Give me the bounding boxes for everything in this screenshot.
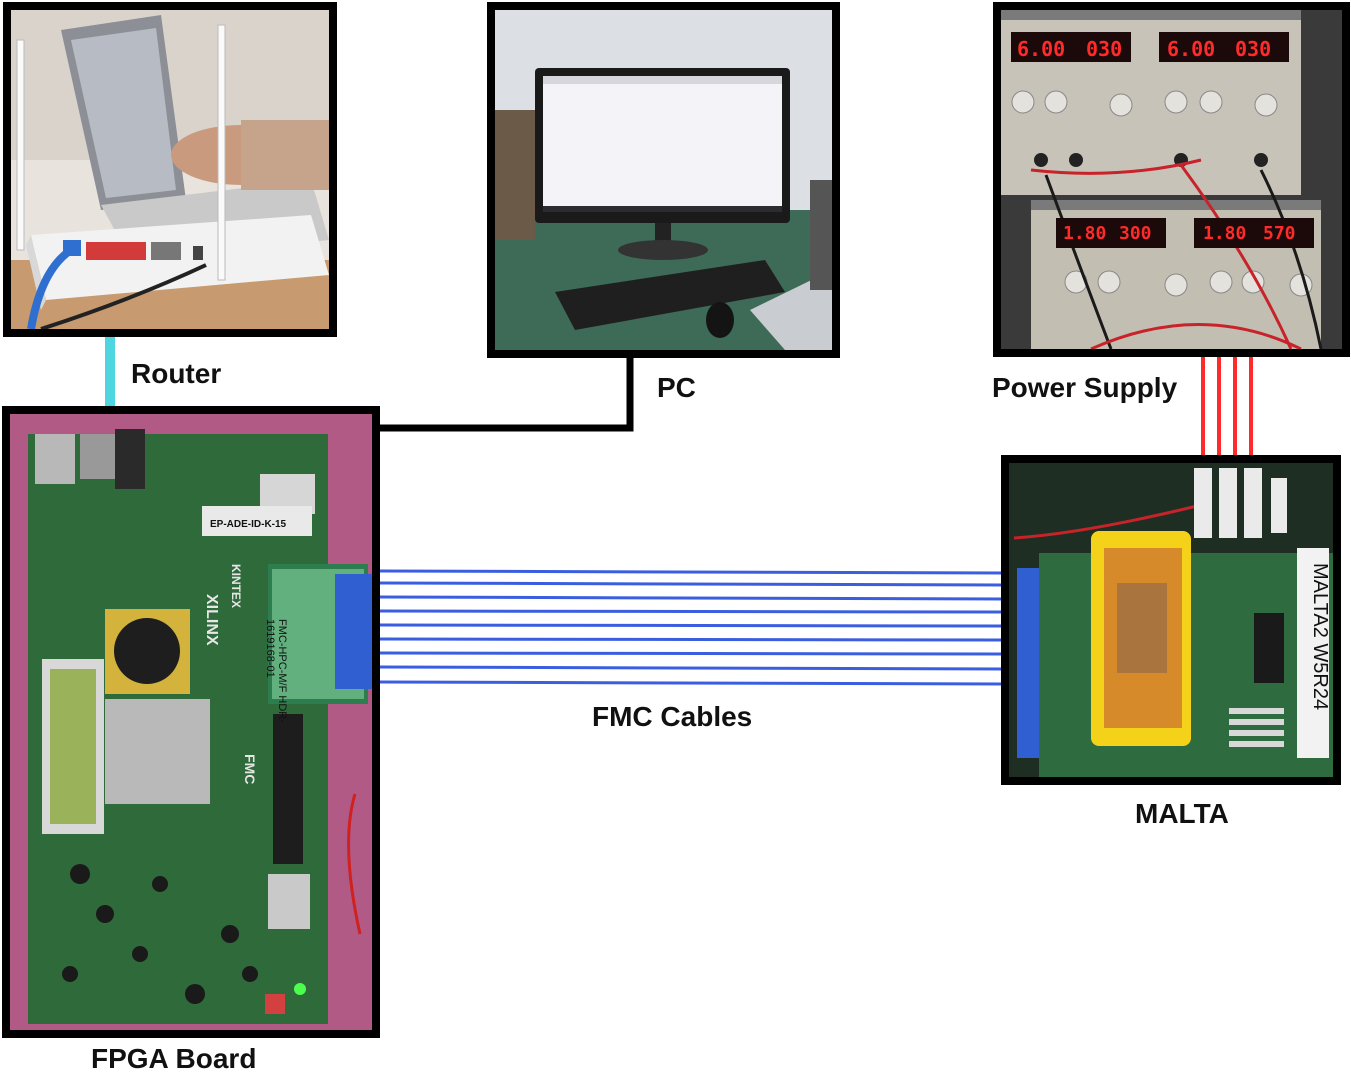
psu-reading-bottom-right-voltage: 1.80 [1203, 223, 1247, 244]
psu-reading-bottom-left-current: 300 [1119, 223, 1152, 244]
fpga-board-label: FPGA Board [91, 1043, 257, 1074]
power-supply-photo: 6.00 030 6.00 030 1.80 300 1.80 570 [993, 2, 1350, 357]
pc-link-cable [378, 355, 634, 432]
router-label: Router [131, 358, 222, 389]
psu-reading-bottom-left-voltage: 1.80 [1063, 223, 1107, 244]
psu-reading-top-right-voltage: 6.00 [1167, 37, 1216, 61]
fpga-sticker-label: EP-ADE-ID-K-15 [210, 519, 287, 530]
pc-photo [487, 2, 840, 358]
psu-reading-top-right-current: 030 [1235, 37, 1272, 61]
malta-chip-label: MALTA2 W5R24 [1309, 563, 1331, 711]
fmc-cables [377, 569, 1005, 686]
fpga-fmc-logo: FMC [242, 754, 258, 785]
psu-reading-bottom-right-current: 570 [1263, 223, 1296, 244]
ethernet-cable [105, 335, 115, 413]
router-photo [3, 2, 337, 337]
malta-label: MALTA [1135, 798, 1229, 829]
fpga-family-label: KINTEX [229, 564, 243, 609]
power-supply-label: Power Supply [992, 372, 1178, 403]
pc-label: PC [657, 372, 696, 403]
fpga-fmc-module-label: FMC-HPC-M/F HDR-1619168-01 [264, 619, 288, 723]
power-cables [1201, 355, 1253, 458]
psu-reading-top-left-voltage: 6.00 [1017, 37, 1066, 61]
psu-reading-top-left-current: 030 [1086, 37, 1123, 61]
fpga-brand-label: XILINX [203, 594, 220, 646]
fmc-cables-label: FMC Cables [592, 701, 753, 732]
malta-photo: MALTA2 W5R24 [1001, 455, 1341, 785]
fpga-board-photo: EP-ADE-ID-K-15 XILINX KINTEX FMC-HPC-M/F… [2, 406, 380, 1038]
